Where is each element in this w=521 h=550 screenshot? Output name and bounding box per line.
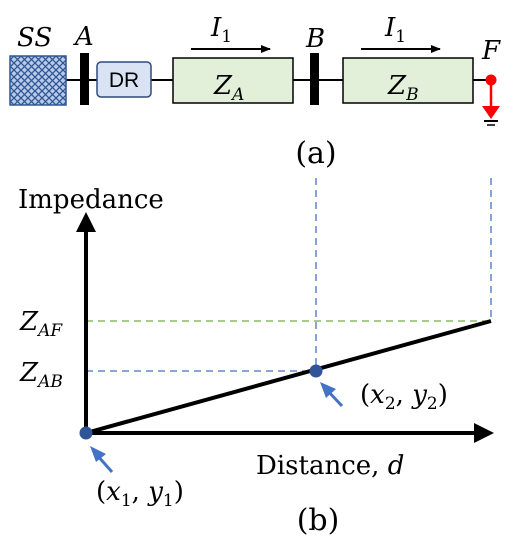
point-1-label: (x1, y1) — [96, 477, 184, 511]
point-2-label: (x2, y2) — [360, 380, 448, 414]
fault-symbol — [482, 74, 500, 126]
bus-a-bar — [80, 53, 89, 105]
bus-a-label: A — [73, 22, 94, 52]
impedance-line — [85, 319, 492, 435]
caption-a: (a) — [295, 136, 336, 171]
point-1 — [79, 426, 93, 440]
circuit-diagram: SS A DR ZA I1 B ZB I1 — [9, 13, 501, 171]
caption-b: (b) — [297, 503, 340, 538]
x-axis-label: Distance, d — [256, 451, 404, 481]
x-axis-arrowhead — [474, 423, 494, 443]
bus-b-bar — [310, 53, 319, 105]
current-1-label: I1 — [210, 13, 232, 47]
section-za-box — [172, 57, 294, 104]
section-zb-label: ZB — [387, 71, 419, 105]
pointer-arrow-2 — [320, 382, 344, 408]
substation-box — [9, 55, 67, 106]
fault-label: F — [481, 36, 501, 66]
dr-box — [96, 61, 152, 98]
y-axis-arrowhead — [76, 212, 96, 232]
y-axis-label: Impedance — [18, 185, 164, 215]
pointer-arrow-1 — [90, 446, 114, 473]
tick-label-zab: ZAB — [19, 358, 63, 392]
point-2 — [309, 364, 323, 378]
tick-label-zaf: ZAF — [19, 307, 63, 341]
current-2-label: I1 — [384, 13, 406, 47]
bus-b-label: B — [305, 24, 325, 54]
section-zb-box — [342, 57, 474, 104]
dr-label: DR — [109, 69, 139, 92]
ss-label: SS — [17, 23, 52, 53]
section-za-label: ZA — [213, 71, 244, 105]
impedance-plot: Impedance Distance, d ZAF ZAB (x1, y1) (… — [18, 178, 494, 538]
